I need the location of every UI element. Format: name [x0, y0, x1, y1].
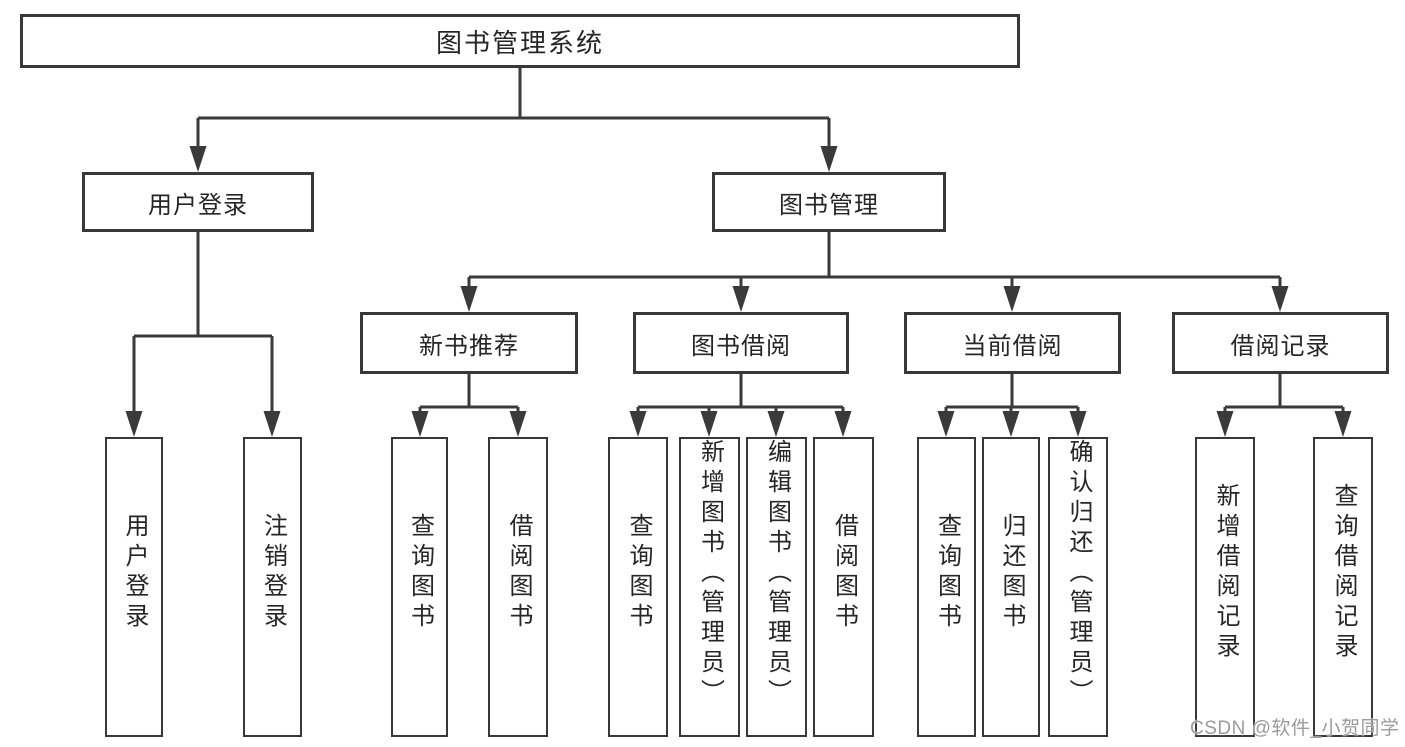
arrow-icon: [1216, 411, 1234, 437]
node-book-borrow: 图书借阅: [633, 312, 849, 374]
edge-userlogin-to-leaves: [132, 232, 274, 412]
leaf-user-login: 用户登录: [105, 437, 163, 737]
leaf-current-search: 查询图书: [917, 437, 976, 737]
node-root: 图书管理系统: [20, 14, 1020, 68]
leaf-records-add: 新增借阅记录: [1195, 437, 1255, 737]
arrow-icon: [460, 286, 478, 312]
node-label: 用户登录: [148, 191, 248, 219]
edge-bookborrow-to-leaves: [636, 374, 845, 412]
arrow-icon: [1069, 411, 1087, 437]
arrow-icon: [509, 411, 527, 437]
node-borrow-records: 借阅记录: [1172, 312, 1389, 374]
arrow-icon: [125, 411, 143, 437]
node-label: 图书借阅: [691, 332, 791, 360]
leaf-borrow-borrow: 借阅图书: [813, 437, 874, 737]
edge-newbooks-to-leaves: [418, 374, 520, 412]
edge-bookmgmt-to-level3: [467, 232, 1282, 287]
node-label: 注销登录: [259, 513, 287, 633]
node-label: 归还图书: [998, 513, 1025, 633]
node-user-login: 用户登录: [82, 172, 314, 232]
arrow-icon: [700, 411, 718, 437]
csdn-watermark: CSDN @软件_小贺同学: [1190, 718, 1400, 739]
node-label: 借阅图书: [830, 513, 858, 633]
edge-currentborrow-to-leaves: [944, 374, 1080, 412]
arrow-icon: [937, 411, 955, 437]
node-label: 查询图书: [625, 513, 652, 633]
leaf-borrow-add-admin: 新增图书（管理员）: [679, 437, 740, 737]
arrow-icon: [1003, 286, 1021, 312]
node-current-borrow: 当前借阅: [904, 312, 1121, 374]
leaf-current-confirm-return-admin: 确认归还（管理员）: [1048, 437, 1108, 737]
arrow-icon: [1271, 286, 1289, 312]
node-label: 确认归还（管理员）: [1065, 439, 1092, 709]
node-label: 新增图书（管理员）: [696, 439, 724, 709]
node-label: 新增借阅记录: [1212, 483, 1239, 663]
node-label: 用户登录: [121, 513, 148, 633]
arrow-icon: [411, 411, 429, 437]
node-new-book-recommend: 新书推荐: [360, 312, 578, 374]
leaf-newbooks-search: 查询图书: [391, 437, 448, 737]
node-label: 编辑图书（管理员）: [763, 439, 791, 709]
node-label: 查询图书: [406, 513, 434, 633]
leaf-records-search: 查询借阅记录: [1313, 437, 1373, 737]
node-label: 图书管理系统: [435, 27, 604, 58]
arrow-icon: [629, 411, 647, 437]
node-book-management: 图书管理: [712, 172, 946, 232]
arrow-icon: [767, 411, 785, 437]
arrow-icon: [732, 286, 750, 312]
node-label: 查询图书: [933, 513, 961, 633]
node-label: 查询借阅记录: [1330, 483, 1357, 663]
leaf-newbooks-borrow: 借阅图书: [488, 437, 548, 737]
arrowheads: [125, 146, 1352, 437]
arrow-icon: [263, 411, 281, 437]
node-label: 图书管理: [779, 191, 879, 219]
edge-root-to-level2: [196, 68, 831, 147]
node-label: 借阅记录: [1230, 332, 1331, 360]
leaf-logout: 注销登录: [243, 437, 302, 737]
node-label: 当前借阅: [962, 332, 1063, 360]
node-label: 借阅图书: [505, 513, 532, 633]
leaf-borrow-search: 查询图书: [608, 437, 668, 737]
edge-borrowrecords-to-leaves: [1223, 374, 1345, 412]
arrow-icon: [820, 146, 838, 172]
arrow-icon: [834, 411, 852, 437]
node-label: 新书推荐: [419, 332, 519, 360]
arrow-icon: [189, 146, 207, 172]
leaf-borrow-edit-admin: 编辑图书（管理员）: [746, 437, 807, 737]
leaf-current-return: 归还图书: [982, 437, 1040, 737]
arrow-icon: [1334, 411, 1352, 437]
arrow-icon: [1002, 411, 1020, 437]
